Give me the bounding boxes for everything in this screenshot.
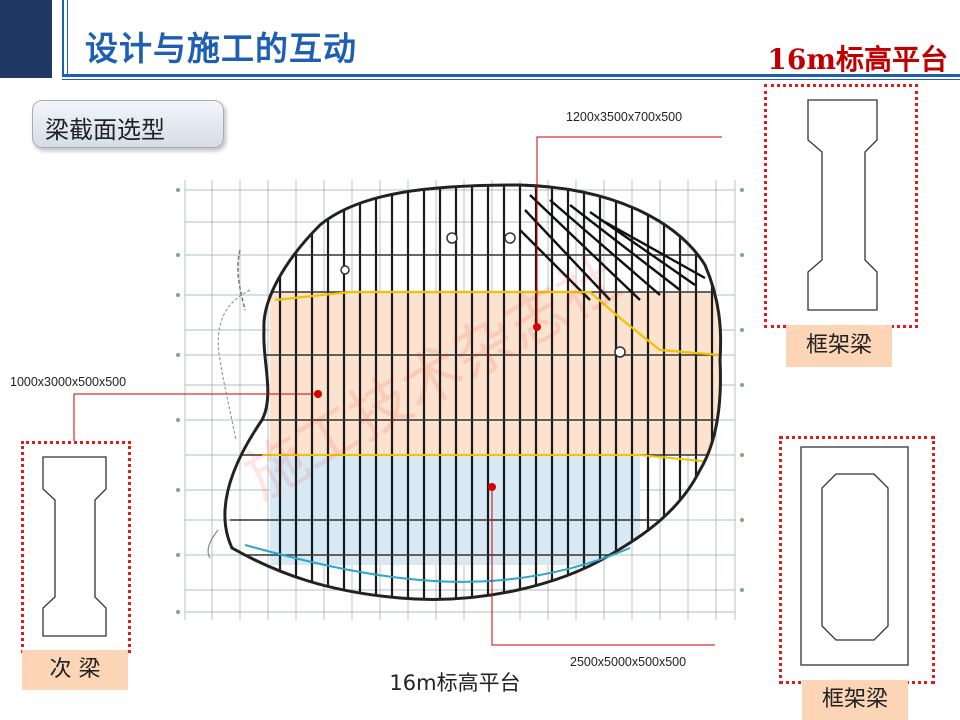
title-underline-thin	[62, 79, 960, 80]
edge-beam-blue	[244, 544, 631, 583]
secondary-beam-label: 次 梁	[22, 650, 128, 690]
plan-caption: 16m标高平台	[389, 671, 521, 695]
secondary-beam-border	[21, 441, 131, 653]
secondary-beam-section	[42, 456, 107, 637]
frame-beam-section-top	[807, 99, 878, 311]
leader-lines	[73, 136, 722, 646]
frame-beam-bottom-label: 框架梁	[802, 680, 908, 720]
marker-secondary-beam	[314, 390, 322, 398]
section-tag-label: 梁截面选型	[45, 116, 165, 144]
frame-beam-bottom-border	[779, 436, 935, 684]
dim-label-top: 1200x3500x700x500	[566, 110, 683, 124]
frame-beam-top-label: 框架梁	[786, 325, 892, 367]
header-accent-bar	[0, 0, 52, 78]
slab-outline	[223, 183, 723, 601]
floor-regions	[230, 185, 721, 600]
frame-beam-top-border	[764, 84, 918, 328]
platform-title: 16m标高平台	[767, 43, 948, 76]
page-title: 设计与施工的互动	[85, 29, 357, 68]
header-divider-thin	[67, 0, 68, 76]
frame-beam-section-bottom	[800, 446, 909, 666]
dim-label-bottom: 2500x5000x500x500	[570, 655, 687, 669]
marker-frame-beam-top	[533, 323, 541, 331]
section-tag: 梁截面选型	[32, 100, 224, 148]
marker-frame-beam-bottom	[488, 483, 496, 491]
dim-label-left: 1000x3000x500x500	[10, 375, 127, 389]
title-underline	[62, 74, 960, 77]
grid-axis-markers	[176, 188, 744, 614]
header-divider	[62, 0, 64, 76]
